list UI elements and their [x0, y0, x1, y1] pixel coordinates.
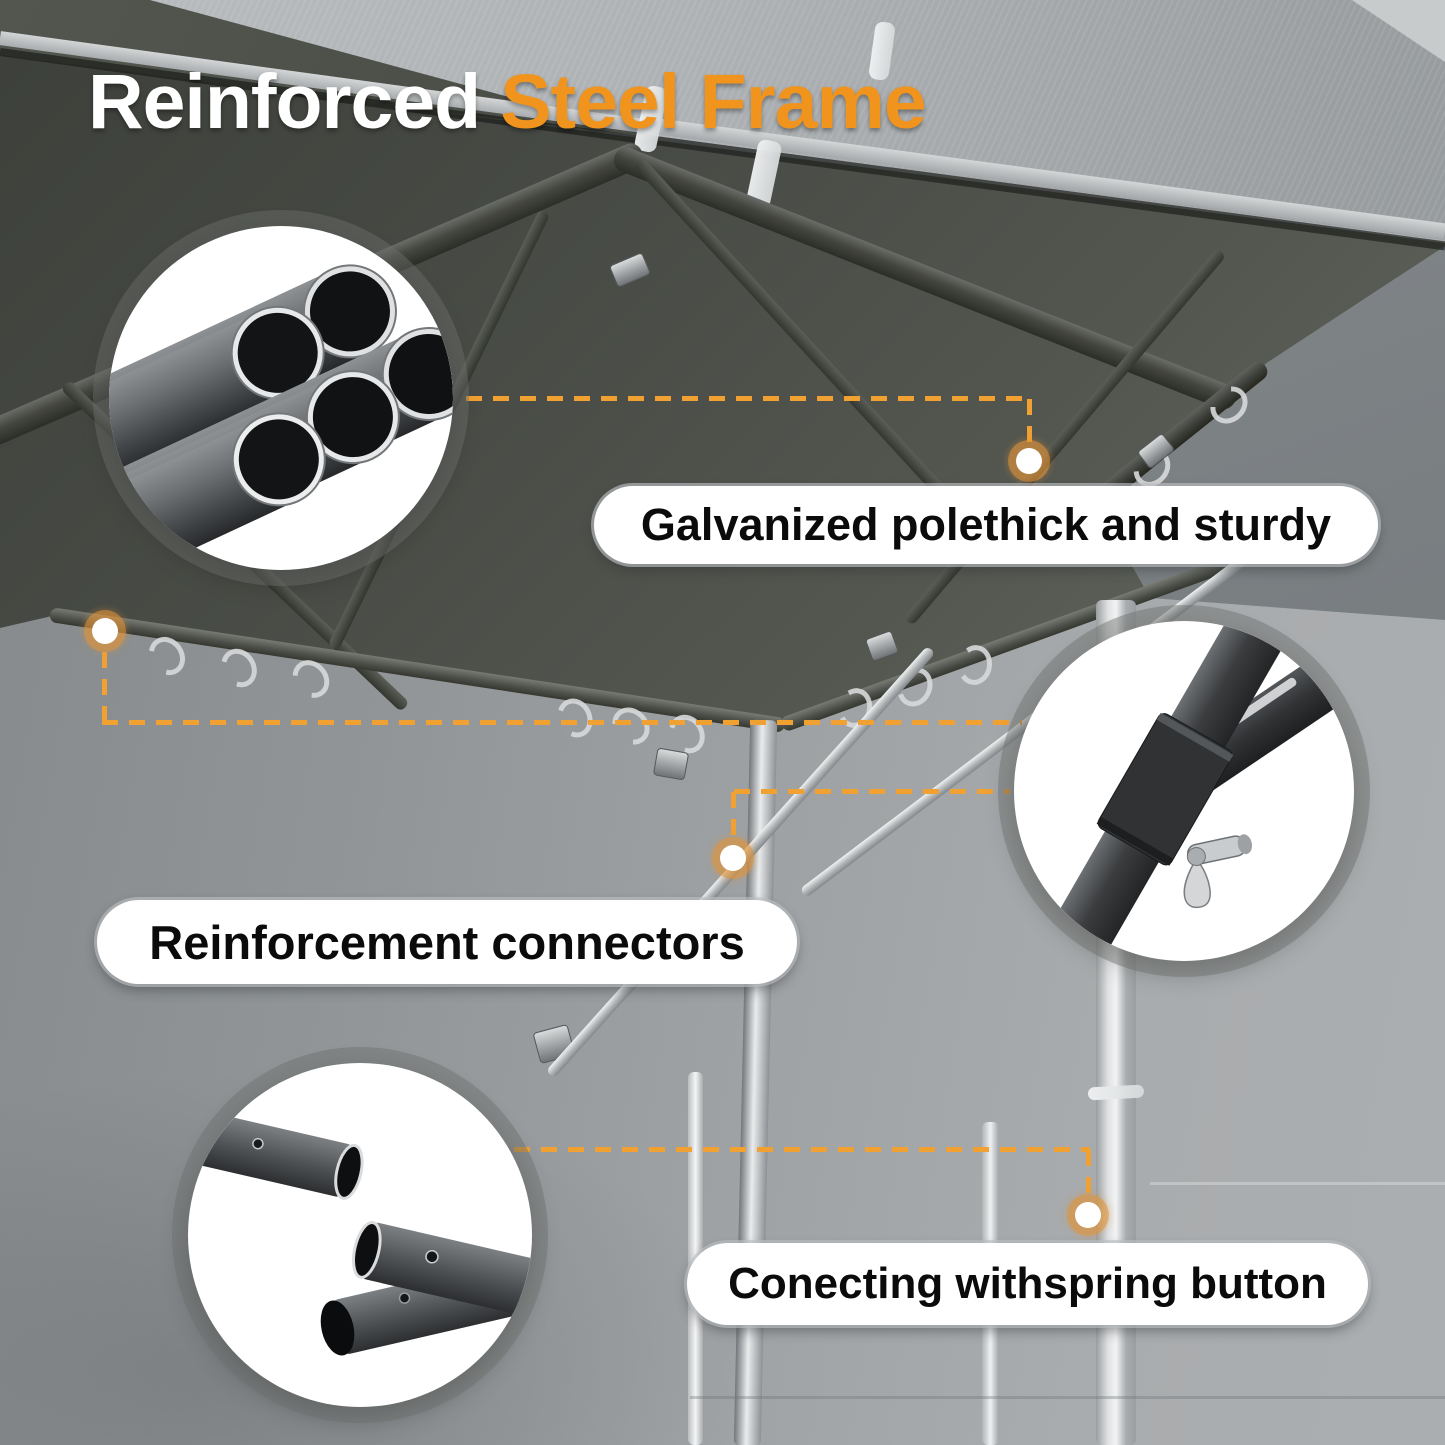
leader-dot-spring	[1075, 1202, 1101, 1228]
title-part-primary: Reinforced	[88, 59, 481, 145]
leader-dot-clamp	[720, 845, 746, 871]
spring-button-illustration	[188, 1108, 532, 1356]
pipe-bundle-callout	[109, 226, 453, 570]
leader-line-spring-h	[514, 1147, 1090, 1152]
pipe-bundle-illustration	[109, 264, 453, 570]
label-text-galvanized: Galvanized polethick and sturdy	[640, 499, 1332, 550]
label-pill-reinforcement: Reinforcement connectors	[97, 900, 797, 984]
tarp-seam	[1150, 1182, 1445, 1185]
leader-line-galvanized-h	[466, 396, 1029, 401]
label-text-spring: Conecting withspring button	[728, 1259, 1327, 1308]
leader-line-galvanized-v	[1027, 399, 1032, 447]
label-pill-spring: Conecting withspring button	[687, 1243, 1368, 1325]
pipe-clamp	[652, 747, 690, 781]
clamp-connector-callout	[1014, 621, 1354, 961]
leader-line-reinforcement-h	[102, 720, 1022, 725]
leader-line-reinforcement-v	[102, 652, 107, 722]
clamp-connector-illustration	[1027, 621, 1354, 961]
leader-line-spring-v	[1086, 1150, 1091, 1200]
title-part-accent: Steel Frame	[500, 59, 927, 145]
leader-dot-galvanized	[1016, 448, 1042, 474]
spring-button-callout	[188, 1063, 532, 1407]
label-pill-galvanized: Galvanized polethick and sturdy	[594, 486, 1378, 564]
tarp-seam	[690, 1396, 1445, 1399]
leader-dot-reinforcement	[92, 618, 118, 644]
leader-line-clamp-h	[734, 789, 1010, 794]
leader-line-clamp-v	[731, 792, 736, 842]
label-text-reinforcement: Reinforcement connectors	[149, 915, 745, 969]
